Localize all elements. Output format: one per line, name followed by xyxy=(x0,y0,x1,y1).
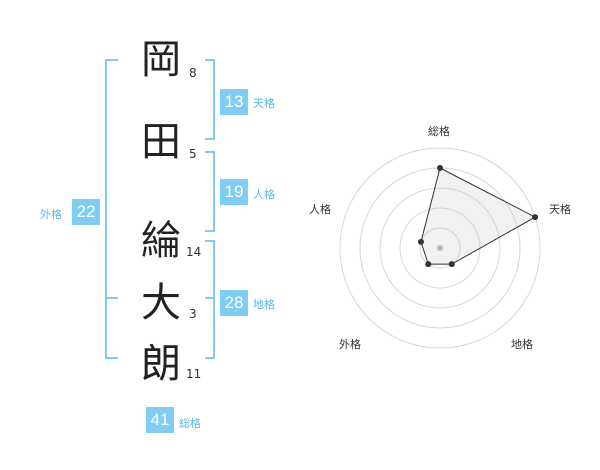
soukaku-label: 総格 xyxy=(179,417,201,430)
stroke-count-1: 8 xyxy=(189,66,197,80)
radar-axis-label-2: 地格 xyxy=(511,338,533,351)
stroke-count-3: 14 xyxy=(186,245,202,259)
gaikaku-bracket xyxy=(105,59,118,359)
name-char-5: 朗 xyxy=(141,341,181,387)
tenkaku-value-badge: 13 xyxy=(220,89,248,115)
name-char-4: 大 xyxy=(141,280,181,326)
radar-ring-1 xyxy=(419,227,461,269)
radar-axis-label-4: 人格 xyxy=(309,203,331,216)
stroke-count-5: 11 xyxy=(186,367,202,381)
radar-center-point xyxy=(437,245,443,251)
jinkaku-value-badge: 19 xyxy=(220,179,248,205)
radar-point-0 xyxy=(437,165,443,171)
soukaku-value-badge: 41 xyxy=(146,407,174,433)
name-char-3: 綸 xyxy=(141,218,181,264)
radar-ring-5 xyxy=(339,147,541,349)
stroke-count-2: 5 xyxy=(189,147,197,161)
radar-ring-3 xyxy=(379,187,501,309)
chikaku-value-badge: 28 xyxy=(220,290,248,316)
radar-polygon xyxy=(420,167,537,265)
radar-axis-label-3: 外格 xyxy=(339,338,361,351)
chikaku-bracket xyxy=(205,240,215,359)
gaikaku-label: 外格 xyxy=(40,208,62,221)
radar-point-4 xyxy=(417,238,424,245)
jinkaku-label: 人格 xyxy=(253,188,275,201)
gaikaku-value-badge: 22 xyxy=(72,199,100,225)
radar-point-2 xyxy=(448,261,455,268)
tenkaku-bracket xyxy=(205,59,215,140)
chikaku-label: 地格 xyxy=(253,298,275,311)
radar-axis-label-1: 天格 xyxy=(549,203,571,216)
radar-point-1 xyxy=(532,214,539,221)
tenkaku-label: 天格 xyxy=(253,97,275,110)
radar-axis-label-0: 総格 xyxy=(428,125,450,138)
name-char-1: 岡 xyxy=(141,37,181,83)
jinkaku-bracket xyxy=(205,151,215,232)
stroke-count-4: 3 xyxy=(189,307,197,321)
name-char-2: 田 xyxy=(141,119,181,165)
radar-point-3 xyxy=(425,261,432,268)
